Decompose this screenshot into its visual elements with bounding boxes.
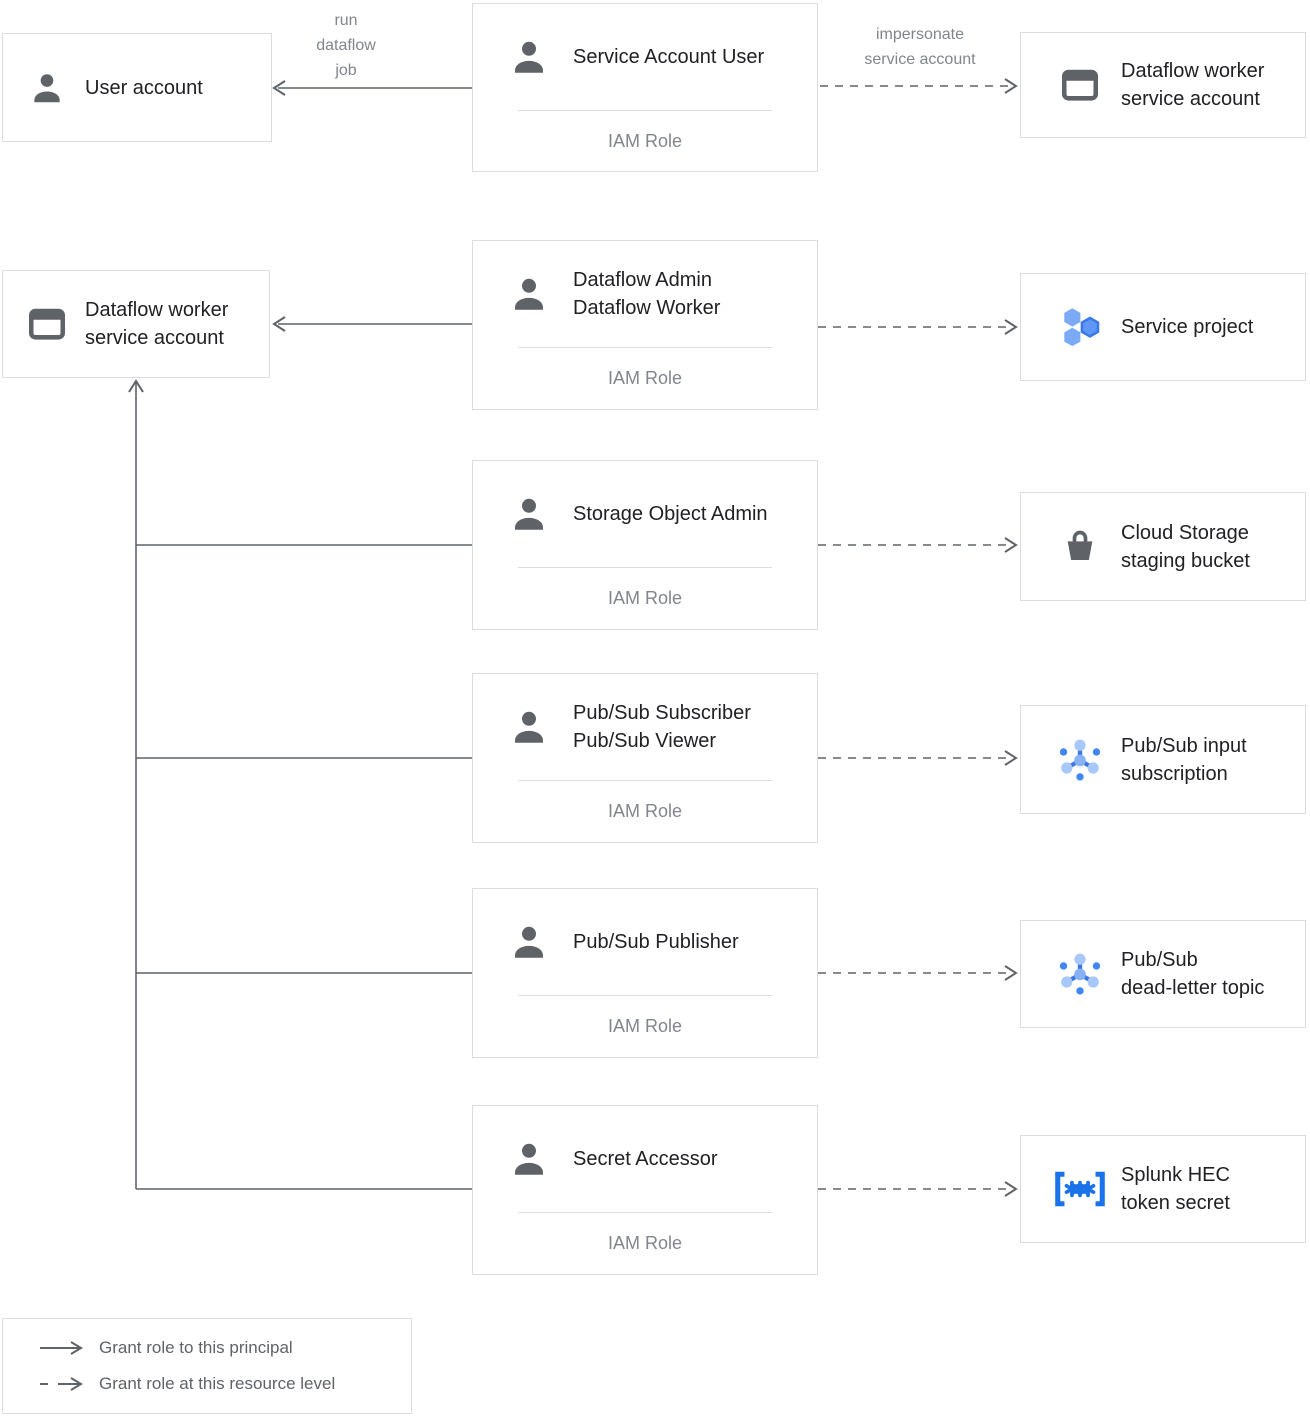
pubsub-input-subscription-box: Pub/Sub input subscription: [1020, 705, 1306, 814]
user-account-label: User account: [85, 76, 203, 99]
storage-object-admin-role-box: Storage Object Admin IAM Role: [472, 460, 818, 630]
divider: [518, 780, 772, 781]
pubsub-dead-letter-topic-box: Pub/Sub dead-letter topic: [1020, 920, 1306, 1028]
divider: [518, 110, 772, 111]
splunk-hec-token-secret-label: Splunk HEC token secret: [1121, 1164, 1230, 1214]
person-icon: [507, 921, 551, 963]
dataflow-worker-service-account-label: Dataflow worker service account: [85, 299, 229, 349]
edge-label-impersonate-service-account: impersonate service account: [864, 26, 976, 68]
role-title: Secret Accessor: [573, 1148, 718, 1170]
splunk-hec-token-secret-box: Splunk HEC token secret: [1020, 1135, 1306, 1243]
cloud-storage-staging-bucket-label: Cloud Storage staging bucket: [1121, 521, 1250, 572]
service-account-user-role-box: Service Account User IAM Role: [472, 3, 818, 172]
dataflow-worker-service-account-box: Dataflow worker service account: [1020, 32, 1306, 138]
dataflow-worker-service-account-box: Dataflow worker service account: [2, 270, 270, 378]
person-icon: [507, 36, 551, 78]
iam-role-label: IAM Role: [607, 130, 683, 151]
legend-label: Grant role to this principal: [99, 1338, 293, 1357]
user-account-box: User account: [2, 33, 272, 142]
edge-grant-roles-to-worker-sa: [272, 316, 472, 332]
legend-item-dashed: Grant role at this resource level: [39, 1374, 411, 1394]
divider: [518, 1212, 772, 1213]
pubsub-publisher-role-box: Pub/Sub Publisher IAM Role: [472, 888, 818, 1058]
bucket-icon: [1051, 527, 1109, 567]
edge-run-dataflow-job: [272, 80, 472, 96]
person-icon: [507, 1138, 551, 1180]
legend: Grant role to this principal Grant role …: [2, 1318, 412, 1414]
edge-token-secret: [818, 1181, 1018, 1197]
project-icon: [1051, 304, 1109, 350]
secret-icon: [1051, 1165, 1109, 1213]
solid-arrow-icon: [40, 1341, 83, 1355]
person-icon: [507, 706, 551, 748]
role-title: Pub/Sub Subscriber Pub/Sub Viewer: [573, 702, 751, 752]
iam-role-label: IAM Role: [607, 588, 683, 608]
service-project-label: Service project: [1121, 316, 1254, 338]
person-icon: [507, 273, 551, 315]
edge-input-subscription: [818, 750, 1018, 766]
edge-label-run-dataflow-job: run dataflow job: [316, 12, 376, 79]
iam-role-label: IAM Role: [607, 1016, 683, 1036]
dataflow-admin-worker-role-box: Dataflow Admin Dataflow Worker IAM Role: [472, 240, 818, 410]
edge-service-project: [818, 319, 1018, 335]
divider: [518, 995, 772, 996]
divider: [518, 347, 772, 348]
legend-item-solid: Grant role to this principal: [39, 1338, 411, 1358]
pubsub-subscriber-viewer-role-box: Pub/Sub Subscriber Pub/Sub Viewer IAM Ro…: [472, 673, 818, 843]
person-icon: [25, 69, 69, 107]
divider: [518, 567, 772, 568]
person-icon: [507, 493, 551, 535]
edge-staging-bucket: [818, 537, 1018, 553]
role-title: Service Account User: [573, 46, 765, 68]
service-account-icon: [25, 304, 69, 344]
dashed-arrow-icon: [40, 1377, 83, 1391]
service-account-icon: [1051, 65, 1109, 105]
pubsub-input-subscription-label: Pub/Sub input subscription: [1121, 734, 1247, 785]
iam-role-label: IAM Role: [607, 801, 683, 821]
service-project-box: Service project: [1020, 273, 1306, 381]
pubsub-dead-letter-topic-label: Pub/Sub dead-letter topic: [1121, 949, 1265, 999]
edge-impersonate-service-account: [820, 78, 1018, 94]
secret-accessor-role-box: Secret Accessor IAM Role: [472, 1105, 818, 1275]
role-title: Storage Object Admin: [573, 503, 768, 525]
pubsub-icon: [1051, 948, 1109, 1000]
role-title: Dataflow Admin Dataflow Worker: [573, 269, 721, 319]
pubsub-icon: [1051, 734, 1109, 786]
iam-role-label: IAM Role: [607, 1233, 683, 1253]
iam-role-label: IAM Role: [607, 368, 683, 388]
dataflow-worker-service-account-label: Dataflow worker service account: [1121, 60, 1265, 110]
cloud-storage-staging-bucket-box: Cloud Storage staging bucket: [1020, 492, 1306, 601]
edge-dead-letter-topic: [818, 965, 1018, 981]
edge-trunk-to-worker-sa: [128, 379, 472, 1190]
role-title: Pub/Sub Publisher: [573, 931, 739, 953]
legend-label: Grant role at this resource level: [99, 1374, 336, 1393]
